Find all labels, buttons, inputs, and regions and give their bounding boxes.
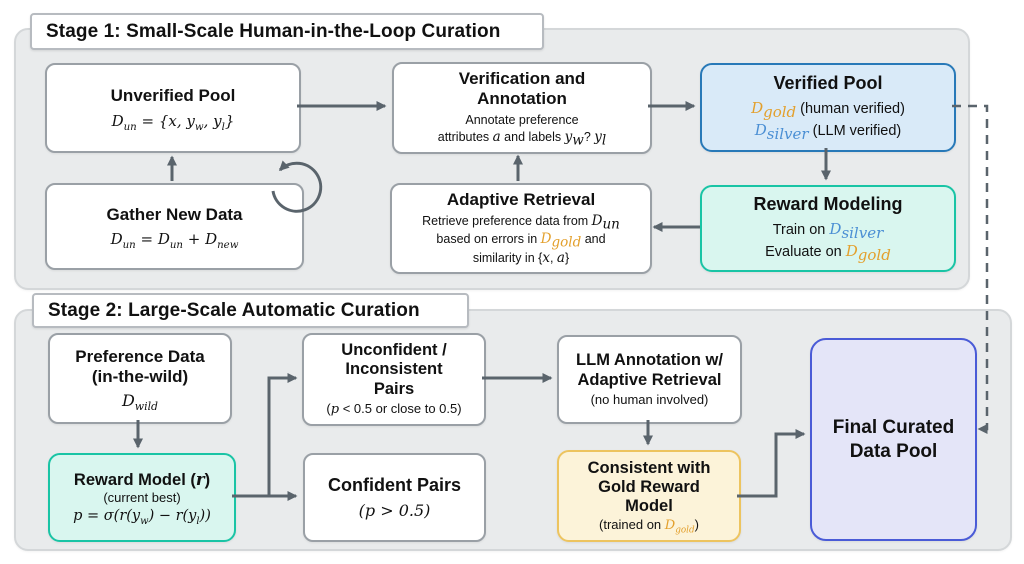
llm-annotation-title: LLM Annotation w/Adaptive Retrieval: [576, 351, 723, 389]
unconfident-pairs-subtitle: (p < 0.5 or close to 0.5): [326, 401, 462, 418]
box-reward-modeling: Reward Modeling Train on Dsilver Evaluat…: [700, 185, 956, 272]
gather-new-data-title: Gather New Data: [106, 204, 243, 224]
unverified-pool-formula: Dun = {x, yw, yl}: [111, 111, 235, 133]
box-llm-annotation: LLM Annotation w/Adaptive Retrieval (no …: [557, 335, 742, 424]
preference-data-formula: Dwild: [121, 390, 159, 414]
reward-modeling-title: Reward Modeling: [753, 194, 903, 215]
adaptive-retrieval-line2: based on errors in Dgold and: [436, 231, 606, 251]
box-unverified-pool: Unverified Pool Dun = {x, yw, yl}: [45, 63, 301, 153]
gather-new-data-formula: Dun = Dun + Dnew: [110, 230, 239, 252]
adaptive-retrieval-line1: Retrieve preference data from Dun: [422, 213, 620, 233]
reward-modeling-train-line: Train on Dsilver: [772, 219, 884, 242]
stage2-title-text: Stage 2: Large-Scale Automatic Curation: [48, 299, 420, 321]
box-confident-pairs: Confident Pairs (p > 0.5): [303, 453, 486, 542]
llm-annotation-subtitle: (no human involved): [590, 392, 709, 408]
adaptive-retrieval-title: Adaptive Retrieval: [446, 190, 596, 210]
verified-pool-title: Verified Pool: [773, 73, 883, 94]
stage1-title: Stage 1: Small-Scale Human-in-the-Loop C…: [30, 13, 544, 50]
reward-model-subtitle: (current best): [103, 490, 181, 506]
verification-note-line1: Annotate preference: [465, 112, 579, 127]
verified-pool-silver-line: Dsilver (LLM verified): [754, 120, 902, 143]
reward-modeling-eval-line: Evaluate on Dgold: [765, 241, 891, 264]
box-gather-new-data: Gather New Data Dun = Dun + Dnew: [45, 183, 304, 270]
confident-pairs-subtitle: (p > 0.5): [358, 500, 431, 520]
box-preference-data: Preference Data(in-the-wild) Dwild: [48, 333, 232, 424]
preference-data-title: Preference Data(in-the-wild): [75, 346, 205, 386]
adaptive-retrieval-line3: similarity in {x, a}: [472, 249, 570, 266]
verification-note-line2: attributes a and labels yw? yl: [437, 129, 607, 149]
reward-model-formula: p = σ(r(yw) − r(yl)): [73, 507, 211, 527]
box-adaptive-retrieval: Adaptive Retrieval Retrieve preference d…: [390, 183, 652, 274]
box-verified-pool: Verified Pool Dgold (human verified) Dsi…: [700, 63, 956, 152]
box-reward-model: Reward Model (r) (current best) p = σ(r(…: [48, 453, 236, 542]
verified-pool-gold-line: Dgold (human verified): [751, 98, 905, 121]
consistent-gold-subtitle: (trained on Dgold): [599, 516, 699, 536]
stage2-title: Stage 2: Large-Scale Automatic Curation: [32, 293, 469, 328]
unverified-pool-title: Unverified Pool: [110, 86, 236, 106]
confident-pairs-title: Confident Pairs: [327, 475, 461, 496]
stage1-title-text: Stage 1: Small-Scale Human-in-the-Loop C…: [46, 20, 501, 42]
reward-model-title: Reward Model (r): [73, 469, 211, 489]
